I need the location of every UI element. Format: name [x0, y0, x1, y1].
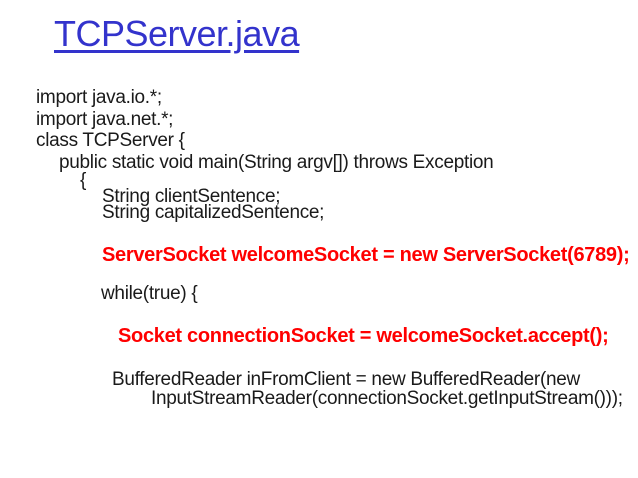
code-line: {: [80, 170, 87, 191]
code-line: public static void main(String argv[]) t…: [59, 152, 494, 173]
slide-title: TCPServer.java: [54, 13, 300, 54]
code-line-highlight: ServerSocket welcomeSocket = new ServerS…: [102, 244, 630, 266]
code-line: String clientSentence;: [102, 186, 281, 207]
code-line: String capitalizedSentence;: [102, 202, 325, 223]
code-line: class TCPServer {: [36, 130, 185, 151]
code-line: while(true) {: [101, 283, 198, 304]
code-line: import java.io.*;: [36, 87, 162, 108]
code-line: BufferedReader inFromClient = new Buffer…: [112, 369, 580, 390]
code-line: import java.net.*;: [36, 109, 174, 130]
code-line-highlight: Socket connectionSocket = welcomeSocket.…: [118, 325, 609, 347]
code-line: InputStreamReader(connectionSocket.getIn…: [151, 388, 623, 409]
